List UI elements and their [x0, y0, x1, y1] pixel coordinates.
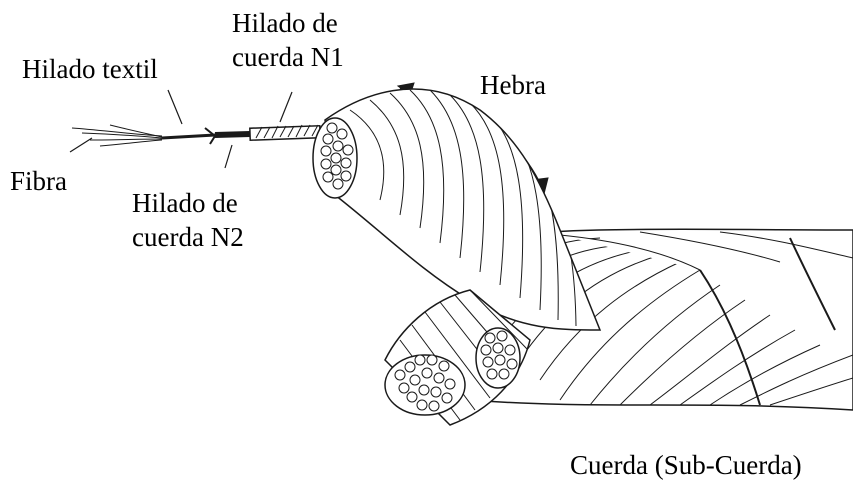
label-hebra: Hebra	[480, 68, 546, 102]
leader-hilado-textil	[168, 90, 182, 124]
label-hilado-n2-line2: cuerda N2	[132, 220, 244, 254]
label-hilado-cuerda-n2: Hilado de cuerda N2	[132, 186, 244, 254]
label-hilado-cuerda-n1: Hilado de cuerda N1	[232, 6, 344, 74]
label-fibra: Fibra	[10, 164, 67, 198]
leader-hilado-n2	[225, 145, 232, 168]
label-hilado-n2-line1: Hilado de	[132, 186, 244, 220]
textile-yarn	[162, 135, 215, 138]
rope-yarn-n1-dark	[215, 134, 250, 135]
fiber-strands	[72, 125, 162, 146]
label-hilado-textil: Hilado textil	[22, 52, 158, 86]
label-hilado-n1-line2: cuerda N1	[232, 40, 344, 74]
label-cuerda: Cuerda (Sub-Cuerda)	[570, 448, 802, 482]
leader-hilado-n1	[280, 92, 292, 122]
label-hilado-n1-line1: Hilado de	[232, 6, 344, 40]
yarn-progression	[72, 125, 320, 146]
leader-fibra	[70, 138, 92, 152]
